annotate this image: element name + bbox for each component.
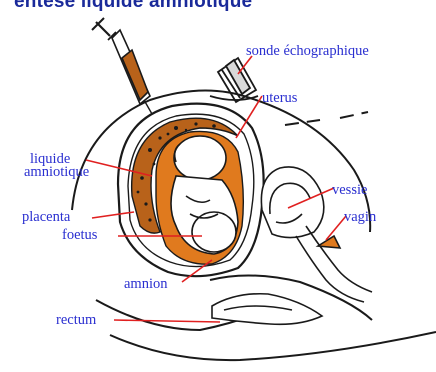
bladder bbox=[261, 167, 323, 238]
label-uterus: uterus bbox=[262, 91, 297, 105]
leader-rectum bbox=[114, 320, 220, 322]
label-vessie: vessie bbox=[332, 183, 367, 197]
label-vagin: vagin bbox=[344, 210, 376, 224]
label-sonde: sonde échographique bbox=[246, 44, 369, 58]
label-placenta: placenta bbox=[22, 210, 70, 224]
leader-vagin bbox=[326, 216, 346, 240]
syringe bbox=[92, 18, 160, 128]
vagina bbox=[296, 226, 372, 302]
label-foetus: foetus bbox=[62, 228, 97, 242]
label-amnion: amnion bbox=[124, 277, 168, 291]
ultrasound-probe bbox=[210, 58, 258, 102]
rectum bbox=[212, 294, 322, 325]
label-liquide-line2: amniotique bbox=[24, 165, 89, 179]
label-rectum: rectum bbox=[56, 313, 96, 327]
